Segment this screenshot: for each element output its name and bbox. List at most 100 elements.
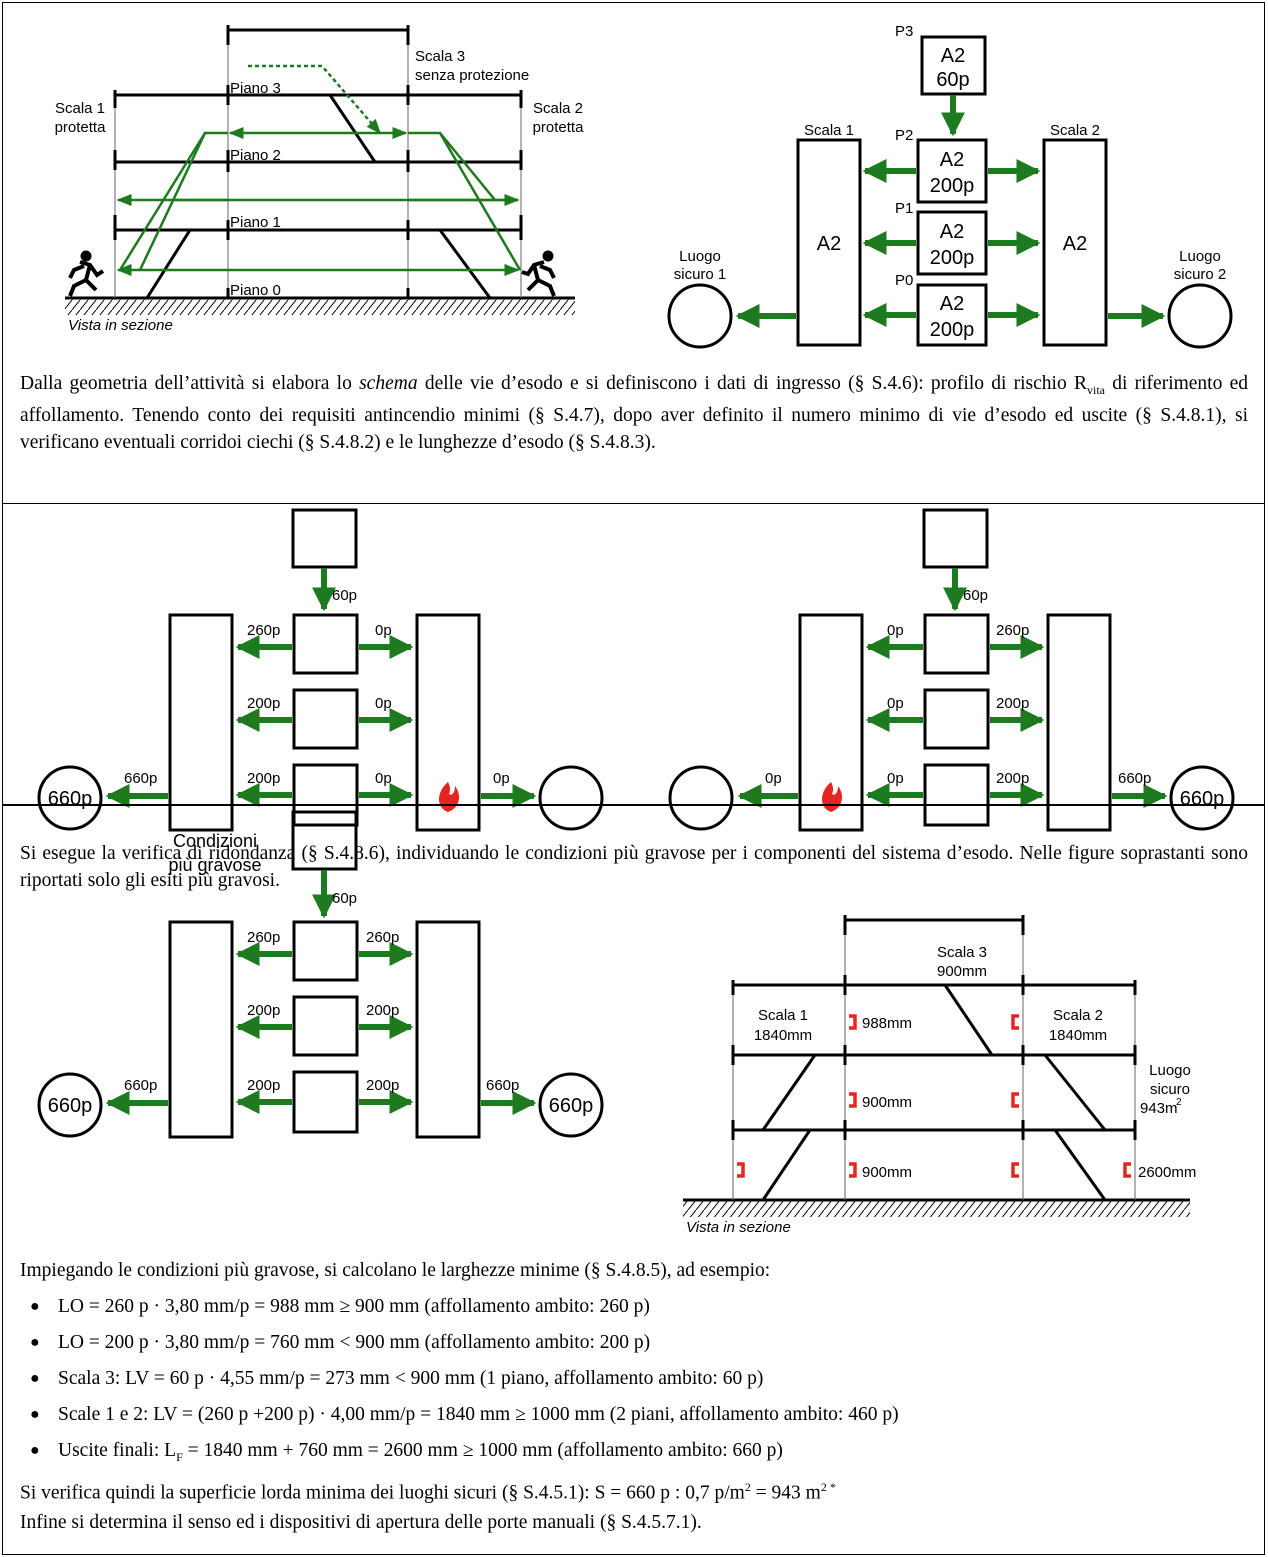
scala3-width-title: Scala 3: [937, 944, 987, 961]
r-p2-left: 0p: [887, 622, 904, 639]
room-p3-count: 60p: [936, 69, 969, 91]
safe2-label-2: sicuro 2: [1174, 266, 1227, 283]
l-p2-right: 0p: [375, 622, 392, 639]
worst-title: Condizioni: [173, 831, 257, 851]
w-safe-right: 660p: [549, 1095, 594, 1117]
level-p3: P3: [895, 23, 913, 40]
room-p2-count: 200p: [930, 175, 975, 197]
scala1-width-title: Scala 1: [758, 1007, 808, 1024]
room-p2-profile: A2: [940, 149, 964, 171]
scala2-label: Scala 2: [533, 100, 583, 117]
redundancy-right: [668, 508, 1235, 832]
stair1-profile: A2: [817, 233, 841, 255]
piano1-label: Piano 1: [230, 214, 281, 231]
section-view-1: [65, 25, 575, 315]
scala1-label-2: protetta: [55, 119, 107, 136]
safe1-label: Luogo: [679, 248, 721, 265]
w-p1-right: 200p: [366, 1002, 399, 1019]
w-out-left: 660p: [124, 1077, 157, 1094]
piano0-label: Piano 0: [230, 282, 281, 299]
room-p0-count: 200p: [930, 319, 975, 341]
r-top-flow: 60p: [963, 587, 988, 604]
r-p1-right: 200p: [996, 695, 1029, 712]
l-out-right: 0p: [493, 770, 510, 787]
w-p0-left: 200p: [247, 1077, 280, 1094]
w-p1-left: 200p: [247, 1002, 280, 1019]
l-p0-left: 200p: [247, 770, 280, 787]
scala3-width: 900mm: [937, 963, 987, 980]
luogo-area-sup: 2: [1176, 1097, 1182, 1108]
r-out-right: 660p: [1118, 770, 1151, 787]
l-p1-left: 200p: [247, 695, 280, 712]
widths-intro: Impiegando le condizioni più gravose, si…: [20, 1260, 771, 1281]
width-p0: 900mm: [862, 1164, 912, 1181]
level-p1: P1: [895, 200, 913, 217]
piano2-label: Piano 2: [230, 147, 281, 164]
panel-widths: [2, 805, 1265, 1555]
width-exit: 2600mm: [1138, 1164, 1196, 1181]
r-p0-right: 200p: [996, 770, 1029, 787]
scala2-width-title: Scala 2: [1053, 1007, 1103, 1024]
r-p1-left: 0p: [887, 695, 904, 712]
w-top-flow: 60p: [332, 890, 357, 907]
r-p2-right: 260p: [996, 622, 1029, 639]
worst-case-schema: [37, 810, 604, 1139]
w-safe-left: 660p: [48, 1095, 93, 1117]
l-p1-right: 0p: [375, 695, 392, 712]
safe1-label-2: sicuro 1: [674, 266, 727, 283]
list-item: ●LO = 260 p · 3,80 mm/p = 988 mm ≥ 900 m…: [30, 1296, 650, 1317]
list-item: ●Scala 3: LV = 60 p · 4,55 mm/p = 273 mm…: [30, 1368, 764, 1389]
room-p0-profile: A2: [940, 293, 964, 315]
scala1-label: Scala 1: [55, 100, 105, 117]
w-p2-right: 260p: [366, 929, 399, 946]
scala2-label-2: protetta: [533, 119, 585, 136]
scala1-width: 1840mm: [754, 1027, 812, 1044]
list-item: ●Uscite finali: LF = 1840 mm + 760 mm = …: [30, 1440, 783, 1464]
level-p2: P2: [895, 127, 913, 144]
door-marker-icons: [737, 1014, 1131, 1178]
scala2-title: Scala 2: [1050, 122, 1100, 139]
l-p0-right: 0p: [375, 770, 392, 787]
section-caption: Vista in sezione: [68, 317, 173, 334]
redundancy-paragraph: Si esegue la verifica di ridondanza (§ S…: [20, 843, 1248, 891]
running-man-right-icon: [521, 250, 556, 297]
room-p1-count: 200p: [930, 247, 975, 269]
width-p1: 900mm: [862, 1094, 912, 1111]
section-caption-2: Vista in sezione: [686, 1219, 791, 1236]
width-p2: 988mm: [862, 1015, 912, 1032]
scala1-title: Scala 1: [804, 122, 854, 139]
surface-line: Si verifica quindi la superficie lorda m…: [20, 1480, 836, 1504]
luogo-area: 943m: [1140, 1100, 1178, 1117]
redundancy-left: [37, 508, 604, 832]
scala2-width: 1840mm: [1049, 1027, 1107, 1044]
safe2-label: Luogo: [1179, 248, 1221, 265]
level-p0: P0: [895, 272, 913, 289]
room-p3-profile: A2: [941, 45, 965, 67]
scala3-label-2: senza protezione: [415, 67, 529, 84]
l-top-flow: 60p: [332, 587, 357, 604]
list-item: ●LO = 200 p · 3,80 mm/p = 760 mm < 900 m…: [30, 1332, 651, 1353]
w-out-right: 660p: [486, 1077, 519, 1094]
schema-arrows: [735, 95, 1166, 328]
section-view-2: [683, 915, 1190, 1217]
room-p1-profile: A2: [940, 221, 964, 243]
panel-redundancy: [2, 503, 1265, 805]
r-p0-left: 0p: [887, 770, 904, 787]
l-out-left: 660p: [124, 770, 157, 787]
list-item: ●Scale 1 e 2: LV = (260 p +200 p) · 4,00…: [30, 1404, 899, 1425]
r-out-left: 0p: [765, 770, 782, 787]
doors-line: Infine si determina il senso ed i dispos…: [20, 1512, 702, 1533]
worst-title-2: più gravose: [168, 855, 261, 875]
luogo-label-2: sicuro: [1150, 1081, 1190, 1098]
stair2-profile: A2: [1063, 233, 1087, 255]
scala3-label: Scala 3: [415, 48, 465, 65]
intro-paragraph: Dalla geometria dell’attività si elabora…: [20, 373, 1249, 453]
luogo-label: Luogo: [1149, 1062, 1191, 1079]
running-man-left-icon: [68, 250, 105, 297]
w-p2-left: 260p: [247, 929, 280, 946]
l-p2-left: 260p: [247, 622, 280, 639]
piano3-label: Piano 3: [230, 80, 281, 97]
w-p0-right: 200p: [366, 1077, 399, 1094]
escape-schema: [667, 35, 1233, 349]
